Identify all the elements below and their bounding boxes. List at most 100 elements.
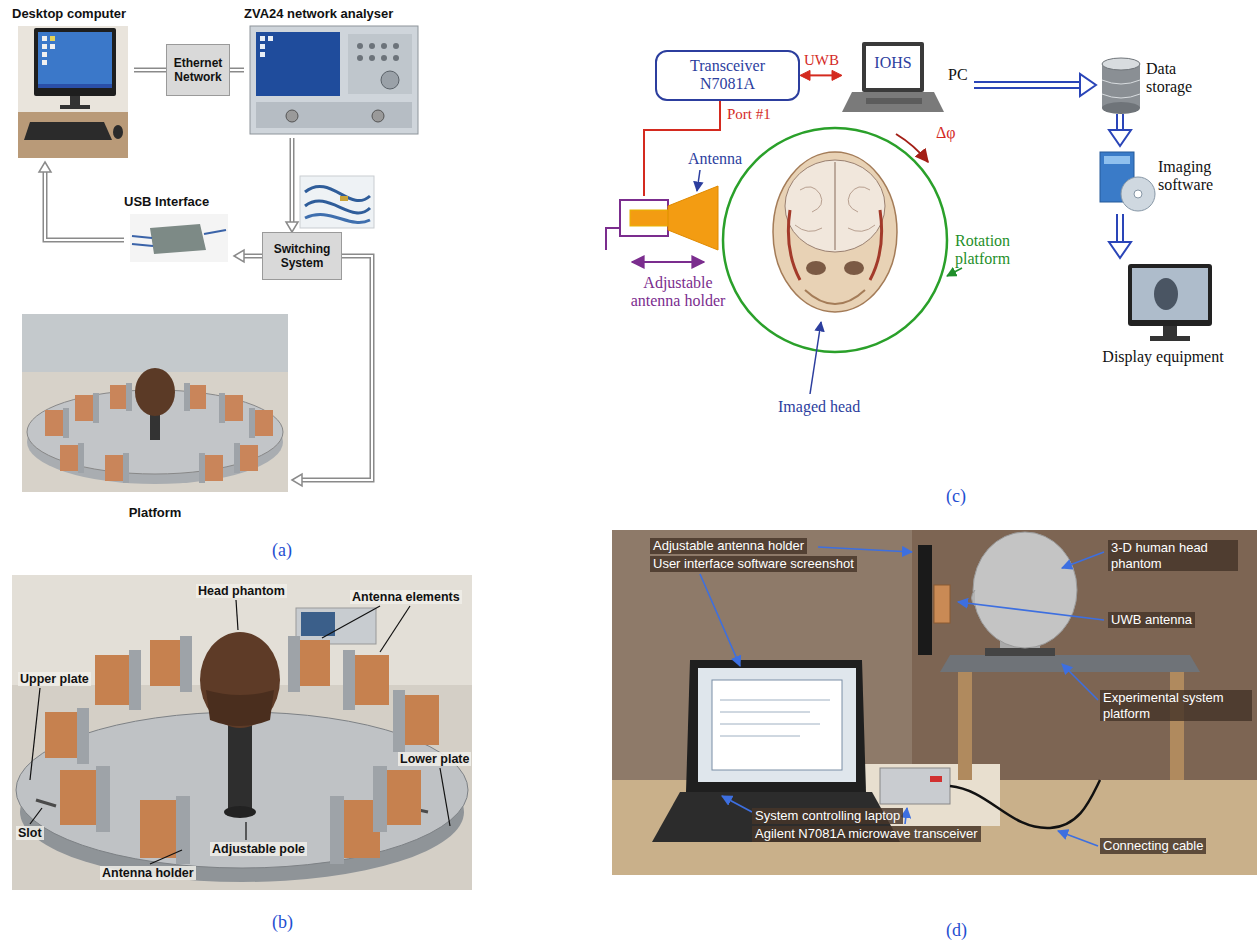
arrow-head xyxy=(39,162,51,172)
panel-letter: (a) xyxy=(272,540,292,561)
computer-photo xyxy=(50,44,55,49)
platform-photo xyxy=(126,383,132,411)
switch-box: Switching System xyxy=(262,232,342,280)
transceiver-box: Transceiver N7081A xyxy=(655,50,800,101)
connector xyxy=(1109,214,1131,258)
node-text: Imaging software xyxy=(1158,158,1238,195)
callout-label: Lower plate xyxy=(398,752,471,766)
analyser-photo xyxy=(381,43,387,49)
head-illustration xyxy=(795,225,822,231)
leader-arrows xyxy=(700,547,1104,846)
usb-photo xyxy=(132,244,153,246)
analyser-photo xyxy=(357,55,363,61)
experiment-photo xyxy=(940,655,1200,672)
experiment-photo xyxy=(880,768,950,804)
computer-photo xyxy=(24,122,112,140)
connector-line xyxy=(1116,214,1124,244)
arrow-head xyxy=(800,70,810,80)
connector xyxy=(134,70,166,71)
software-icon xyxy=(1121,177,1155,211)
storage-icon xyxy=(1102,64,1140,108)
head-illustration xyxy=(834,162,835,250)
leader-arrows xyxy=(905,808,907,824)
computer-photo xyxy=(18,26,128,158)
head-illustration xyxy=(773,152,897,312)
leader-lines xyxy=(30,808,42,824)
analyser-photo xyxy=(256,32,340,96)
leader-arrows xyxy=(1058,831,1098,846)
callout-label: Experimental system platform xyxy=(1100,690,1252,721)
connector-core xyxy=(974,83,1082,87)
analyser-photo xyxy=(260,52,265,57)
leader-arrows xyxy=(1062,664,1098,700)
arrow-head xyxy=(1109,130,1131,146)
panel-letter: (c) xyxy=(946,486,966,507)
platform-detail-photo xyxy=(12,575,472,890)
computer-photo xyxy=(38,84,112,88)
callout-label: User interface software screenshot xyxy=(650,556,857,572)
analyser-photo xyxy=(357,43,363,49)
storage-icon xyxy=(1102,58,1140,70)
software-icon-box: Imaging software xyxy=(1094,146,1240,214)
figure-label: Rotation platform xyxy=(955,232,1027,269)
computer-photo xyxy=(18,26,128,158)
platform-detail-photo xyxy=(301,612,335,636)
analyser-photo xyxy=(369,43,375,49)
analyser-photo xyxy=(393,55,399,61)
rotation-platform xyxy=(723,128,947,352)
connector xyxy=(234,250,262,262)
analyser-photo xyxy=(250,26,418,134)
experiment-photo xyxy=(712,680,842,770)
panel-letter: (b) xyxy=(272,912,293,933)
platform-detail-photo xyxy=(60,770,96,825)
usb-photo xyxy=(130,214,228,262)
connector xyxy=(286,138,298,232)
platform-detail-photo xyxy=(206,690,274,726)
callout-label: 3-D human head phantom xyxy=(1108,540,1238,571)
experiment-photo xyxy=(686,660,866,792)
experiment-photo xyxy=(950,780,1100,828)
software-icon xyxy=(1104,156,1130,164)
analyser-photo-box: ZVA24 network analyser xyxy=(244,6,422,138)
leader-lines xyxy=(245,822,246,840)
leader-arrows xyxy=(1062,552,1104,568)
experiment-photo xyxy=(612,530,1257,875)
callout-label: Head phantom xyxy=(196,584,287,598)
node-text: IOHS xyxy=(866,54,920,72)
experiment-photo xyxy=(612,530,1257,875)
leader-arrows xyxy=(958,602,1104,620)
head-illustration xyxy=(788,210,800,280)
figure-label: Δφ xyxy=(936,124,956,142)
experiment-photo xyxy=(973,532,1077,648)
platform-photo xyxy=(234,443,240,473)
cable-photo xyxy=(300,176,374,228)
cable-photo xyxy=(305,201,370,213)
usb-photo-box: USB Interface xyxy=(124,194,234,266)
platform-detail-photo xyxy=(77,708,89,764)
usb-photo xyxy=(204,230,226,234)
display-icon-box: Display equipment xyxy=(1088,258,1240,372)
callout-label: Slot xyxy=(16,826,44,840)
platform-photo xyxy=(63,408,69,438)
connector xyxy=(974,74,1096,96)
analyser-photo xyxy=(369,55,375,61)
node-text: Switching System xyxy=(266,242,338,270)
experiment-photo xyxy=(1170,672,1184,780)
arrow-head xyxy=(832,70,842,80)
arrow-head xyxy=(292,474,302,486)
platform-photo xyxy=(249,408,255,438)
head-illustration xyxy=(800,187,822,212)
arrow-head xyxy=(234,250,244,262)
connector-core xyxy=(230,69,244,71)
connector xyxy=(1109,114,1131,146)
connector-line xyxy=(45,170,124,240)
head-illustration xyxy=(848,187,870,212)
platform-photo xyxy=(22,314,288,492)
connector-line xyxy=(230,68,244,73)
callout-label: Antenna holder xyxy=(100,866,196,880)
platform-detail-photo xyxy=(45,712,77,758)
node-text: Data storage xyxy=(1146,60,1218,97)
connector-core xyxy=(134,69,166,71)
